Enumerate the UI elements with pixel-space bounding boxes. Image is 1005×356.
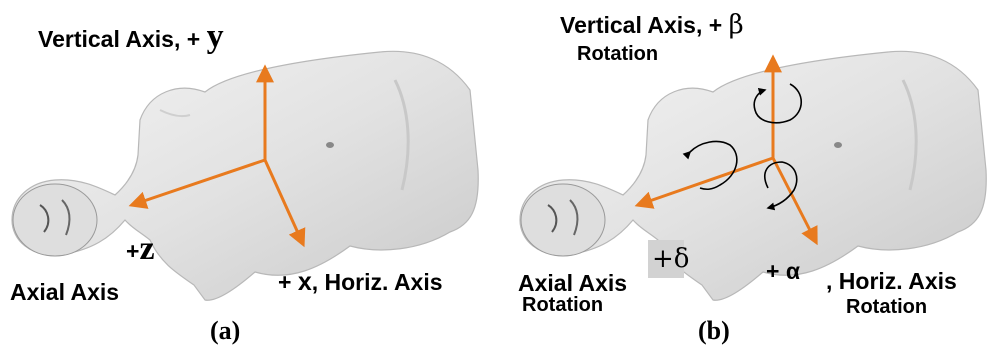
caption-a: (a) [210,318,240,344]
axial-axis-label-a: Axial Axis [10,281,119,304]
delta-symbol: +δ [652,246,689,272]
horizontal-axis-label-a: + x, Horiz. Axis [278,270,443,295]
axial-symbol-a: +z [126,232,155,266]
vertical-rotation-label-b: Rotation [577,44,658,64]
vertical-axis-label-a: Vertical Axis, + y [38,20,224,54]
alpha-symbol: + α [766,260,800,283]
horizontal-axis-label-b: , Horiz. Axis [826,270,957,293]
axial-rotation-label-b: Rotation [522,295,603,315]
caption-b: (b) [698,318,730,344]
axial-axis-label-b: Axial Axis [518,272,627,295]
torso-a [12,51,478,300]
torso-b [520,51,986,300]
vertical-axis-label-b: Vertical Axis, + β [560,12,744,38]
beta-symbol: β [729,10,744,40]
horizontal-rotation-label-b: Rotation [846,297,927,317]
y-symbol: y [207,18,224,55]
